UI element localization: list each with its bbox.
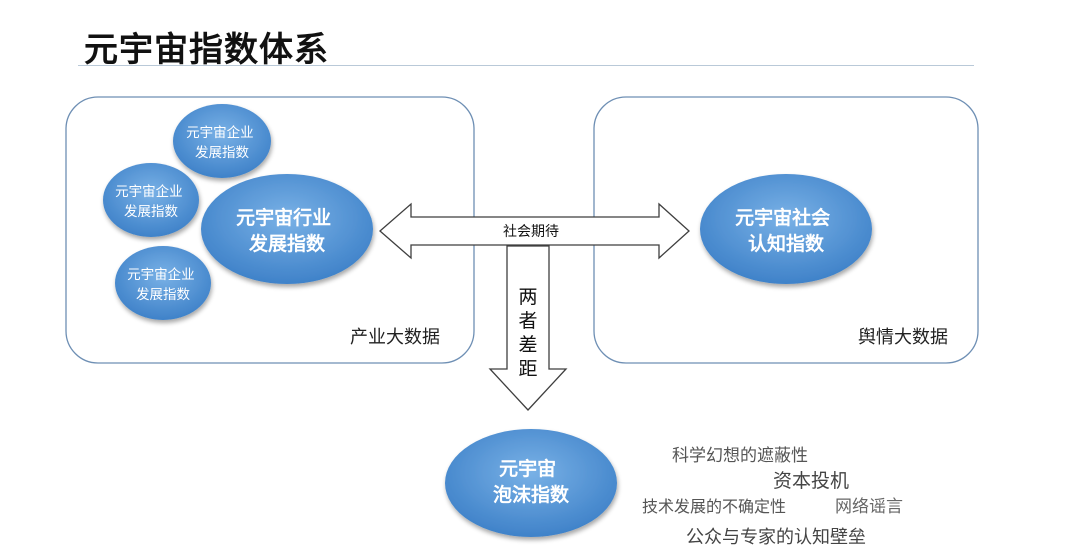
social-expectation-label: 社会期待	[503, 224, 559, 240]
enterprise-2-line-2: 发展指数	[124, 204, 178, 220]
industry-line-1: 元宇宙行业	[236, 206, 331, 229]
svg-text:元宇宙企业 发展指数: 元宇宙企业 发展指数	[115, 183, 187, 220]
svg-text:元宇宙社会 认知指数: 元宇宙社会 认知指数	[735, 206, 837, 255]
gap-char-4: 距	[518, 358, 537, 380]
industry-data-label: 产业大数据	[350, 327, 440, 348]
svg-text:元宇宙企业 发展指数: 元宇宙企业 发展指数	[127, 266, 199, 303]
svg-text:元宇宙行业 发展指数: 元宇宙行业 发展指数	[236, 206, 338, 255]
factor-tech-uncertainty: 技术发展的不确定性	[642, 497, 786, 516]
gap-char-3: 差	[518, 334, 537, 356]
opinion-data-label: 舆情大数据	[858, 327, 948, 348]
social-cognition-index-bubble: 元宇宙社会 认知指数	[700, 174, 872, 284]
industry-index-bubble: 元宇宙行业 发展指数	[201, 174, 373, 284]
enterprise-1-line-1: 元宇宙企业	[186, 124, 254, 141]
enterprise-1-line-2: 发展指数	[195, 145, 249, 161]
social-line-2: 认知指数	[748, 232, 825, 255]
social-expectation-arrow	[379, 202, 690, 260]
social-line-1: 元宇宙社会	[735, 206, 830, 229]
factor-capital-speculation: 资本投机	[773, 470, 849, 492]
title-divider	[78, 65, 974, 66]
gap-label: 两 者 差 距	[518, 286, 537, 380]
enterprise-index-bubble-2: 元宇宙企业 发展指数	[103, 163, 199, 237]
factor-science-fiction: 科学幻想的遮蔽性	[672, 446, 808, 466]
svg-text:元宇宙企业 发展指数: 元宇宙企业 发展指数	[186, 124, 258, 161]
factor-cloud: 科学幻想的遮蔽性 资本投机 技术发展的不确定性 网络谣言 公众与专家的认知壁垒	[642, 446, 903, 547]
factor-cognitive-barrier: 公众与专家的认知壁垒	[686, 527, 866, 547]
enterprise-index-bubble-3: 元宇宙企业 发展指数	[115, 246, 211, 320]
industry-line-2: 发展指数	[248, 232, 326, 255]
bubble-index-bubble: 元宇宙 泡沫指数	[445, 429, 617, 537]
gap-char-1: 两	[518, 286, 537, 308]
enterprise-2-line-1: 元宇宙企业	[115, 183, 183, 200]
bubble-line-2: 泡沫指数	[493, 483, 570, 506]
enterprise-3-line-2: 发展指数	[136, 287, 190, 303]
svg-text:元宇宙 泡沫指数: 元宇宙 泡沫指数	[493, 457, 570, 506]
gap-char-2: 者	[518, 310, 537, 332]
gap-arrow	[488, 245, 568, 411]
factor-online-rumors: 网络谣言	[835, 497, 903, 517]
page-title: 元宇宙指数体系	[84, 30, 329, 70]
enterprise-3-line-1: 元宇宙企业	[127, 266, 195, 283]
bubble-line-1: 元宇宙	[499, 457, 556, 480]
enterprise-index-bubble-1: 元宇宙企业 发展指数	[173, 104, 271, 178]
